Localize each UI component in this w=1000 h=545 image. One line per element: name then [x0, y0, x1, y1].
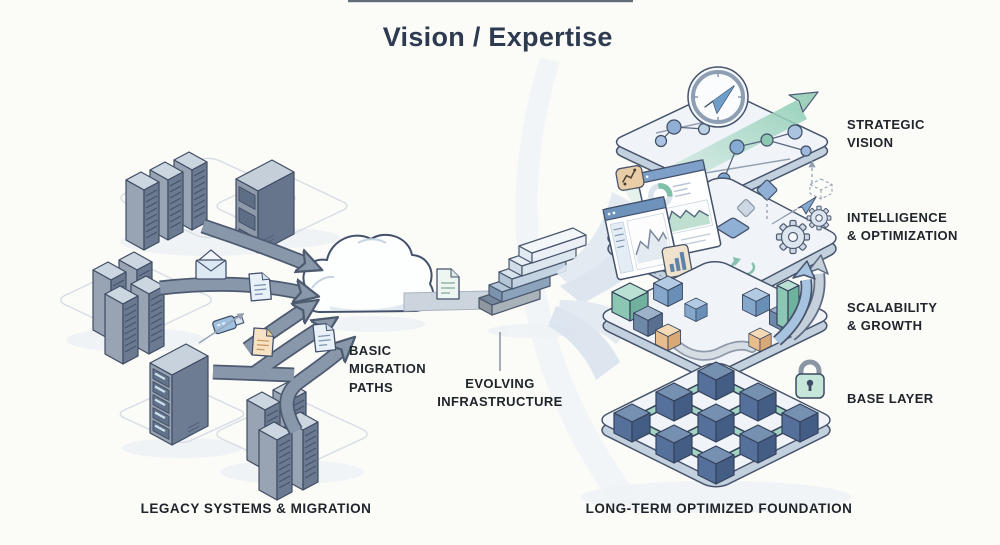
cube-grid-connectors [630, 375, 802, 467]
server-tower-d [148, 342, 210, 447]
top-edge-line [348, 0, 633, 3]
process-diamonds [716, 179, 778, 238]
evolving-infrastructure-label: EVOLVING INFRASTRUCTURE [437, 376, 563, 410]
gear-icon-small [806, 205, 832, 231]
strategic-vision-label: STRATEGIC VISION [847, 117, 925, 151]
intelligence-optimization-label: INTELLIGENCE & OPTIMIZATION [847, 210, 958, 244]
basic-migration-paths-label: BASIC MIGRATION PATHS [349, 343, 427, 395]
platform-layer-intelligence-optimization [600, 159, 844, 314]
envelope-icon [195, 249, 227, 280]
optimized-foundation-caption: LONG-TERM OPTIMIZED FOUNDATION [585, 501, 853, 516]
send-arrow [771, 196, 817, 225]
line-chart [635, 228, 668, 256]
compass-icon [687, 66, 749, 128]
gear-icon-large [775, 219, 811, 255]
growth-arrow-head [788, 91, 819, 113]
platform-layer-scalability-growth [595, 254, 835, 385]
arrow-to-cloud-2 [159, 284, 303, 293]
arrow-feeder-band [212, 366, 295, 381]
thin-arrow-left [691, 158, 791, 178]
dashboard-window-front [602, 196, 679, 281]
scalability-growth-label: SCALABILITY & GROWTH [847, 300, 938, 334]
platform-layer-base [594, 359, 838, 492]
dashboard-windows [602, 159, 722, 281]
usb-arrow [198, 313, 245, 344]
document-icon-mint [436, 268, 460, 300]
arrow-s-curve [281, 348, 343, 434]
ground-shadows [66, 228, 851, 513]
document-icon-blue-2 [312, 322, 337, 353]
stair-slab-5 [518, 227, 587, 264]
page-title: Vision / Expertise [382, 22, 613, 52]
cube-grid [613, 361, 819, 485]
document-icon-blue-1 [248, 272, 272, 302]
arrow-to-cloud-1 [201, 220, 307, 264]
staircase-infrastructure [478, 227, 587, 316]
legacy-systems-caption: LEGACY SYSTEMS & MIGRATION [140, 501, 372, 516]
document-icon-tan [251, 327, 275, 357]
base-layer-label: BASE LAYER [847, 391, 934, 406]
padlock-icon [795, 359, 825, 399]
scalability-swoosh-arrows [772, 254, 829, 346]
dashed-cube-outline [809, 178, 833, 200]
scatter-icon [615, 165, 645, 191]
